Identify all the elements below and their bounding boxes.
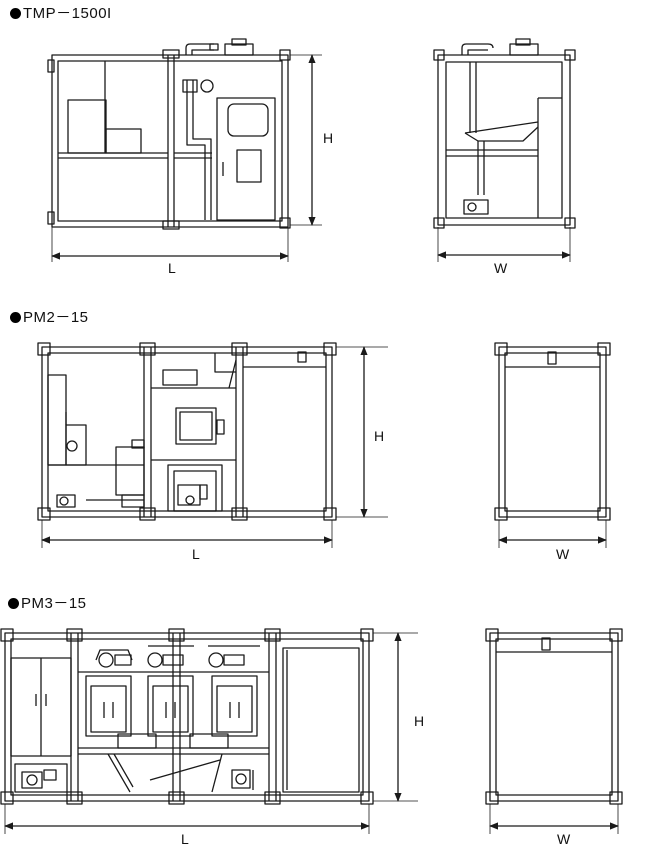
pm3-15-front-view xyxy=(0,628,418,834)
pm3-15-side-view xyxy=(485,628,623,834)
tmp-height-label: H xyxy=(323,130,333,146)
bullet-icon xyxy=(10,8,21,19)
section-title-tmp1500i: TMP－1500I xyxy=(10,2,112,23)
pm3-height-label: H xyxy=(414,713,424,729)
bullet-icon xyxy=(8,598,19,609)
pm2-height-label: H xyxy=(374,428,384,444)
section-title-pm2-15: PM2－15 xyxy=(10,306,89,327)
pm3-length-label: L xyxy=(181,831,189,847)
tmp1500i-side-view xyxy=(433,38,576,262)
pm2-15-front-view xyxy=(37,342,388,548)
pm2-width-label: W xyxy=(556,546,570,562)
bullet-icon xyxy=(10,312,21,323)
tmp1500i-front-view xyxy=(47,38,322,262)
section-title-pm3-15: PM3－15 xyxy=(8,592,87,613)
pm2-length-label: L xyxy=(192,546,200,562)
pm3-width-label: W xyxy=(557,831,571,847)
pm2-15-side-view xyxy=(494,342,611,548)
tmp-length-label: L xyxy=(168,260,176,276)
tmp-width-label: W xyxy=(494,260,508,276)
